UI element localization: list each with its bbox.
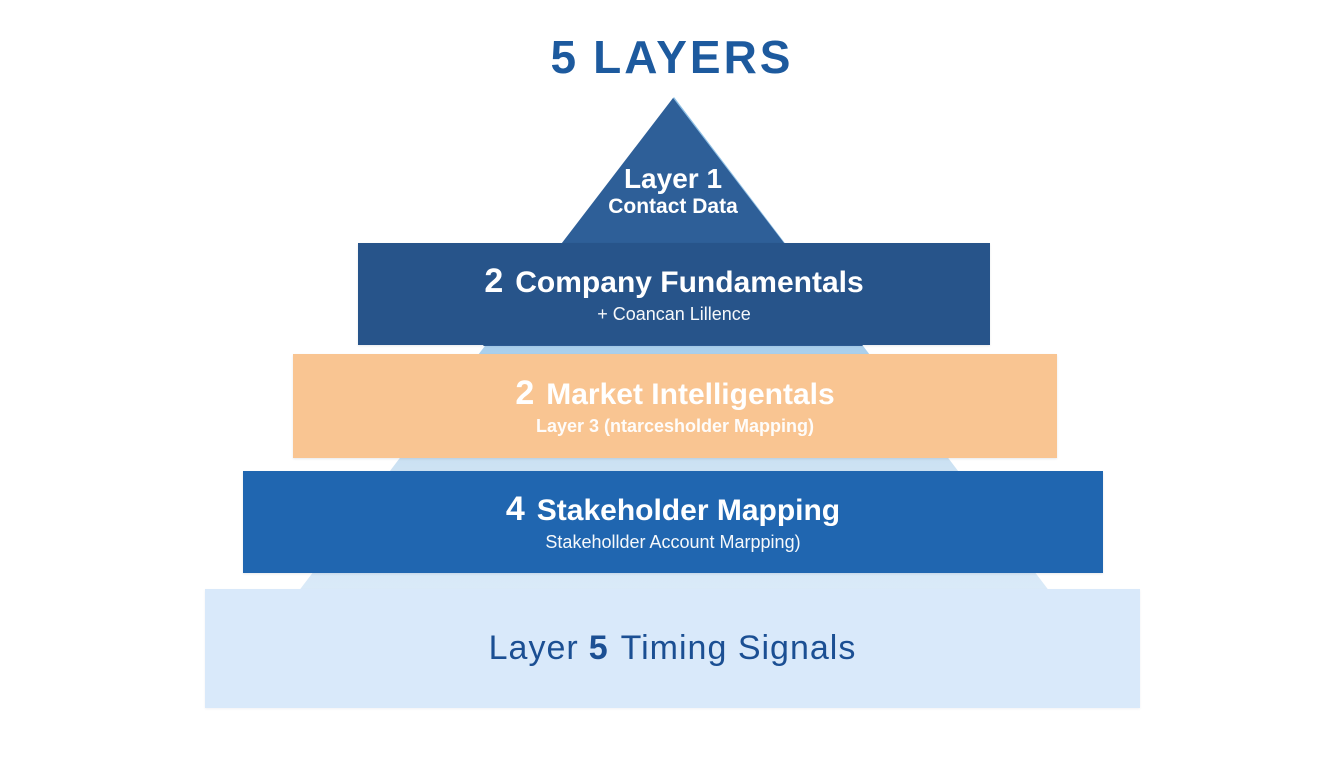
layer4-band: 4 Stakeholder Mapping Stakehollder Accoun… — [243, 471, 1103, 573]
layer4-label: Stakeholder Mapping — [536, 493, 841, 527]
layer5-number: 5 — [588, 629, 609, 667]
layer3-band: 2 Market Intelligentals Layer 3 (ntarcesh… — [293, 354, 1057, 458]
layer2-number: 2 — [484, 261, 504, 300]
layer3-title: 2 Market Intelligentals — [515, 373, 835, 412]
layer1-block: Layer 1 Contact Data — [473, 163, 873, 219]
layer3-number: 2 — [515, 373, 535, 412]
layer4-number: 4 — [505, 489, 525, 528]
layer2-label: Company Fundamentals — [515, 265, 864, 299]
title-word: LAYERS — [593, 31, 794, 83]
layer2-subtitle: + Coancan Lillence — [597, 304, 751, 325]
layer5-word-layer: Layer — [488, 629, 579, 667]
layer4-title: 4 Stakeholder Mapping — [505, 489, 841, 528]
title-number: 5 — [550, 31, 580, 83]
layer3-label: Market Intelligentals — [546, 377, 835, 411]
layer2-title: 2 Company Fundamentals — [484, 261, 864, 300]
layer1-title: Layer 1 — [623, 163, 723, 194]
layer4-subtitle: Stakehollder Account Marpping) — [545, 532, 801, 553]
layer2-band: 2 Company Fundamentals + Coancan Lillence — [358, 243, 990, 345]
layer3-subtitle: Layer 3 (ntarcesholder Mapping) — [535, 416, 815, 437]
layer5-label: Timing Signals — [620, 629, 857, 667]
layer1-subtitle: Contact Data — [608, 195, 738, 219]
